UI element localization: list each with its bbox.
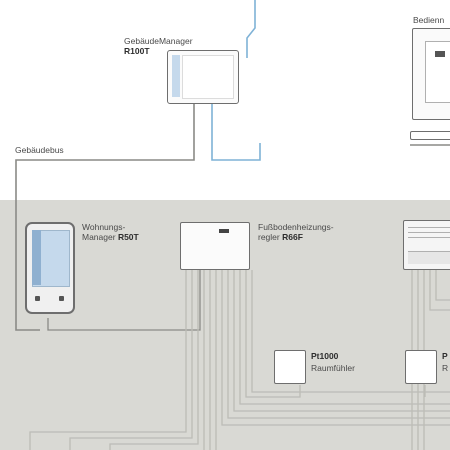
gebaeudemanager-model: R100T	[124, 46, 150, 56]
second-sensor-model-label: P	[442, 351, 448, 361]
monitor-device	[412, 28, 450, 120]
wohnungs-bus-wire	[47, 270, 201, 331]
gebaeudebus-label: Gebäudebus	[15, 145, 64, 155]
fussboden-text-1: Fußbodenheizungs-	[258, 222, 334, 232]
wohnungsmanager-screen-bar	[32, 230, 41, 285]
fussboden-label-1: Fußbodenheizungs-	[258, 222, 334, 232]
bedien-text: Bedienn	[413, 15, 445, 25]
second-sensor-type: R	[442, 363, 449, 373]
gebaeudemanager-name: GebäudeManager	[124, 36, 193, 46]
raumfuehler-text: Raumfühler	[311, 363, 355, 373]
pt1000-label: Pt1000	[311, 351, 338, 361]
blue-downlink-wire	[211, 104, 261, 161]
wohnungsmanager-button-right	[59, 296, 64, 301]
building-bus-wire	[15, 104, 195, 331]
right-module-stripe-2	[408, 237, 450, 242]
gebaeudemanager-screen	[172, 55, 180, 97]
wohnungs-label-1: Wohnungs-	[82, 222, 125, 232]
controller-logo	[219, 229, 229, 233]
wohnungs-label-2: Manager R50T	[82, 232, 139, 242]
gebaeudemanager-display	[182, 55, 234, 99]
wohnungs-text-1: Wohnungs-	[82, 222, 126, 232]
wohnungs-text-2: Manager	[82, 232, 116, 242]
fussboden-label-2: regler R66F	[258, 232, 303, 242]
wohnungs-model: R50T	[117, 232, 139, 242]
fussboden-text-2: regler	[258, 232, 280, 242]
bedien-label: Bedienn	[413, 15, 444, 25]
monitor-screen-content	[435, 51, 445, 57]
gebaeudebus-text: Gebäudebus	[15, 145, 64, 155]
fussboden-controller-device	[180, 222, 250, 270]
controller-wire-fan	[29, 270, 450, 450]
blue-uplink-wire	[246, 0, 256, 58]
wohnungsmanager-device	[25, 222, 75, 314]
right-module-stripe	[408, 227, 450, 233]
gebaeudemanager-label: GebäudeManager	[124, 36, 193, 46]
second-sensor-model: P	[442, 351, 448, 361]
pt1000-model: Pt1000	[311, 351, 339, 361]
second-sensor-type-label: R	[442, 363, 448, 373]
right-module-device	[403, 220, 450, 270]
wohnungsmanager-button-left	[35, 296, 40, 301]
keyboard-device	[410, 131, 450, 140]
right-module-terminals	[408, 251, 450, 264]
gebaeudemanager-device	[167, 50, 239, 104]
second-sensor-device	[405, 350, 437, 384]
raumfuehler-label: Raumfühler	[311, 363, 355, 373]
gebaeudemanager-model-label: R100T	[124, 46, 150, 56]
fussboden-model: R66F	[282, 232, 303, 242]
pt1000-sensor-device	[274, 350, 306, 384]
